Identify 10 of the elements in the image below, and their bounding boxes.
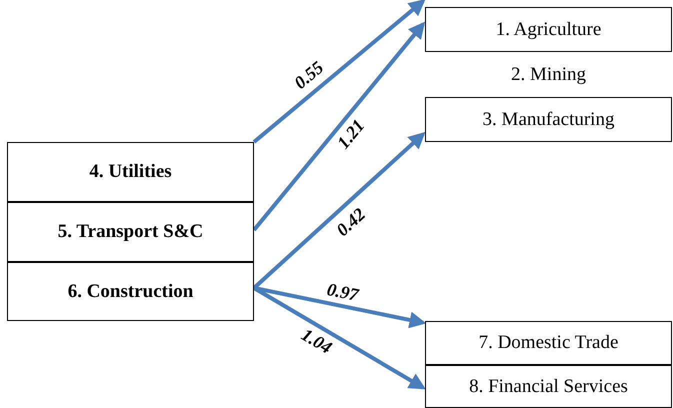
sector-box: 6. Construction [7,262,254,321]
arrow [252,0,426,144]
sector-box: 5. Transport S&C [7,202,254,262]
sector-box: 1. Agriculture [425,7,672,52]
sector-box: 4. Utilities [7,142,254,202]
sector-box: 8. Financial Services [425,365,672,408]
arrow [252,22,426,232]
arrow [252,132,426,290]
sector-box: 7. Domestic Trade [425,321,672,365]
sector-box: 3. Manufacturing [425,97,672,142]
